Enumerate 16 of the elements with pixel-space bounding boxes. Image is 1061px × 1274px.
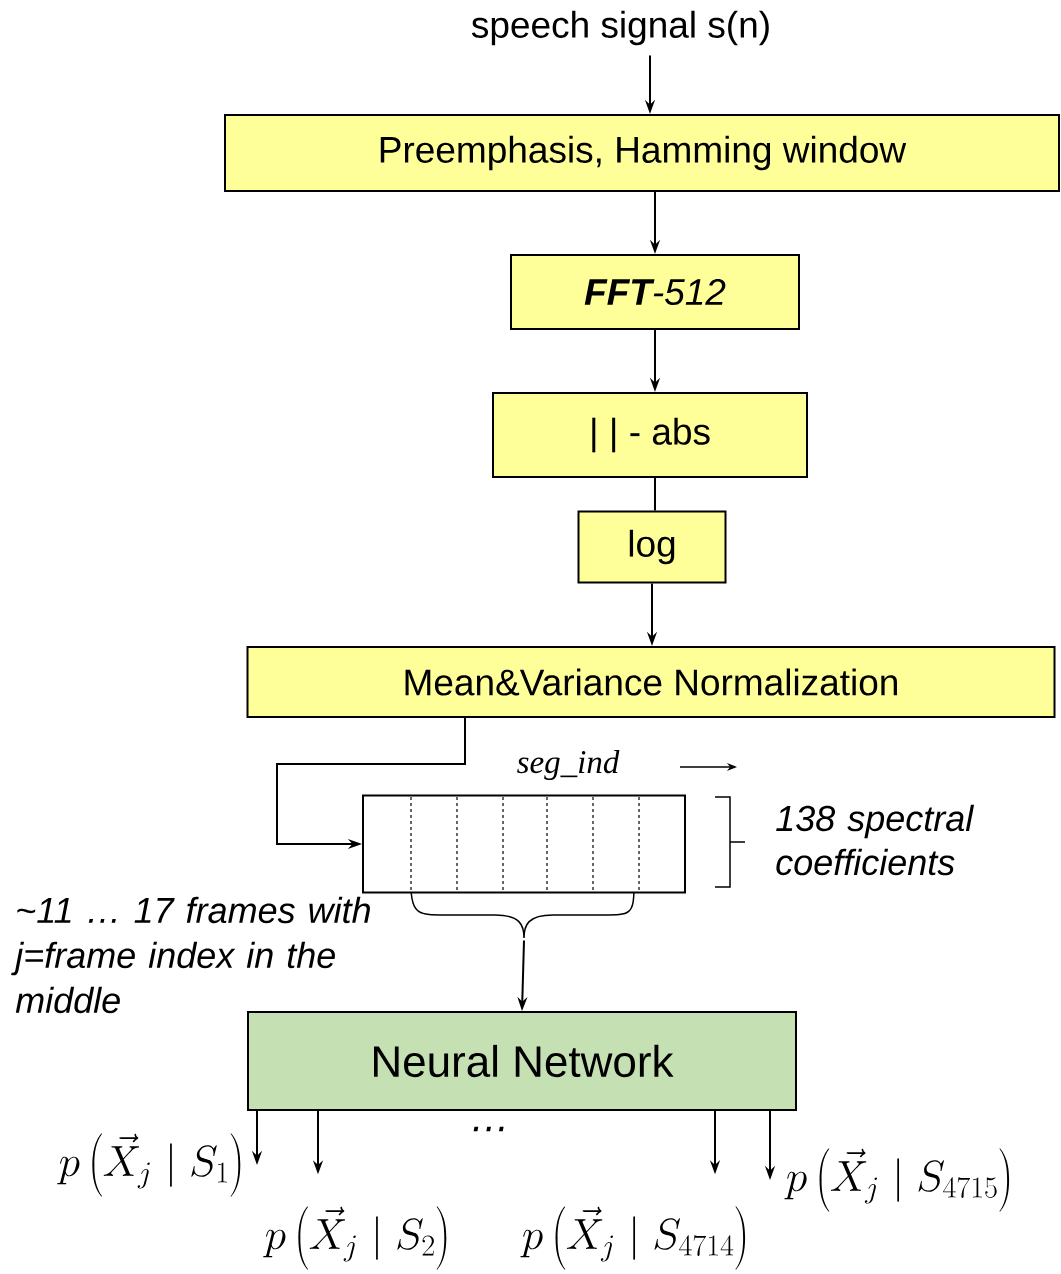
annotation-text: ~11 … 17 frames with j=frame index in the middle <box>11 896 370 1014</box>
process-box: Mean&Variance Normalization <box>246 646 1056 718</box>
process-box: | | - abs <box>492 392 808 478</box>
output-formula: $p\left(\vec{X}_{j} \mid S_{4715}\right)$ <box>784 1148 1010 1212</box>
process-box: Preemphasis, Hamming window <box>224 114 1060 192</box>
output-formula: $p\left(\vec{X}_{j} \mid S_{4714}\right)$ <box>520 1206 746 1270</box>
seg-label: seg_ind <box>517 750 620 780</box>
frame-matrix-box <box>362 794 686 894</box>
process-box: log <box>577 510 727 584</box>
input-label: speech signal s(n) <box>471 10 769 46</box>
output-formula: $p\left(\vec{X}_{j} \mid S_{2}\right)$ <box>263 1206 447 1270</box>
output-formula: $p\left(\vec{X}_{j} \mid S_{1}\right)$ <box>57 1133 241 1197</box>
annotation-text: 138 spectral coefficients <box>776 804 975 876</box>
ellipsis: … <box>473 1126 504 1132</box>
process-box: FFT-512 <box>510 254 800 330</box>
process-box: Neural Network <box>247 1011 797 1111</box>
